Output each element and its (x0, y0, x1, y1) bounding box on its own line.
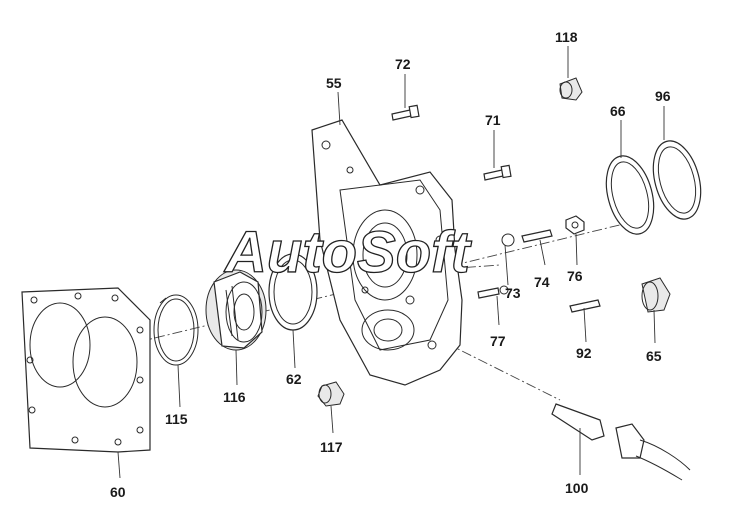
part-118-plug (559, 77, 583, 101)
leader-lines (117, 46, 665, 479)
part-115-snap-ring (153, 294, 199, 366)
part-71-bolt (483, 164, 512, 181)
label-116: 116 (223, 389, 246, 405)
part-74-stud (501, 229, 553, 247)
part-65-sleeve (641, 277, 671, 313)
part-73-77-pin (477, 285, 509, 299)
part-66-ring (605, 155, 655, 235)
watermark-text: AutoSoft (223, 220, 472, 285)
label-60: 60 (110, 484, 126, 500)
label-115: 115 (165, 411, 188, 427)
part-100-sensor (551, 403, 691, 481)
part-96-ring (652, 140, 702, 220)
label-65: 65 (646, 348, 662, 364)
label-76: 76 (567, 268, 583, 284)
label-100: 100 (565, 480, 589, 496)
label-117: 117 (320, 439, 343, 455)
label-96: 96 (655, 88, 671, 104)
label-62: 62 (286, 371, 302, 387)
part-60-gasket (21, 287, 151, 453)
part-117-sleeve (317, 381, 345, 407)
label-73: 73 (505, 285, 521, 301)
label-66: 66 (610, 103, 626, 119)
part-76-nut (565, 215, 585, 235)
label-74: 74 (534, 274, 550, 290)
part-55-housing (311, 119, 463, 386)
part-72-bolt (391, 104, 420, 121)
part-labels: 55 72 118 71 66 96 74 76 73 77 92 65 100… (110, 29, 671, 500)
label-92: 92 (576, 345, 592, 361)
label-55: 55 (326, 75, 342, 91)
label-71: 71 (485, 112, 501, 128)
label-72: 72 (395, 56, 411, 72)
label-118: 118 (555, 29, 578, 45)
part-92-stud (569, 299, 601, 313)
label-77: 77 (490, 333, 506, 349)
